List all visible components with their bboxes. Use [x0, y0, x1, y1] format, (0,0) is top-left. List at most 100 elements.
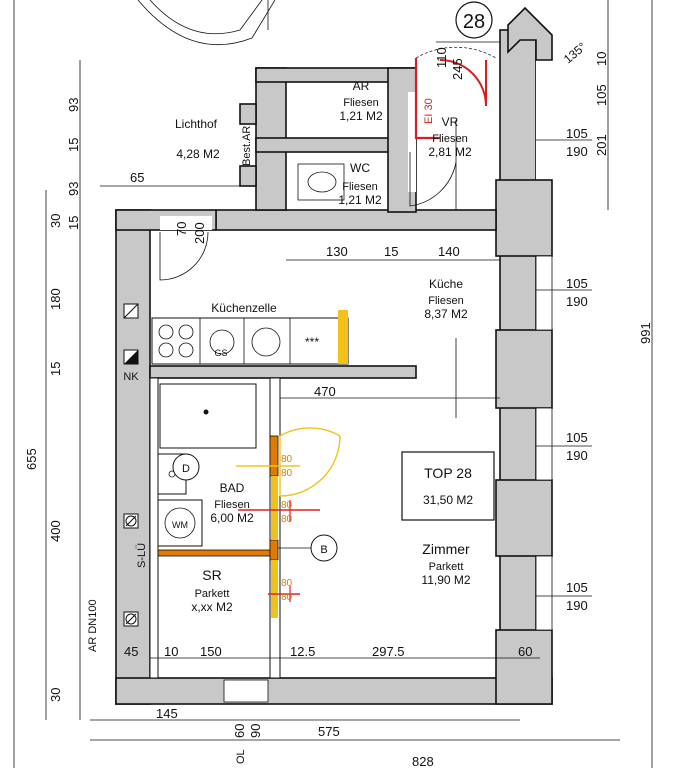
- dim-right-8: 190: [566, 598, 588, 613]
- room-wc: WC Fliesen 1,21 M2: [338, 161, 382, 207]
- b-symbol: B: [320, 544, 327, 556]
- dim-left-7: 15: [48, 362, 63, 376]
- dim-left-2: 15: [66, 138, 81, 152]
- room-sr-name: SR: [202, 567, 221, 583]
- room-wc-name: WC: [350, 161, 370, 175]
- s-lue-label: S-LÜ: [136, 543, 148, 568]
- dim-right-2: 190: [566, 144, 588, 159]
- bottom-exterior-wall: [115, 677, 553, 705]
- dim-right-top-1: 10: [594, 52, 609, 66]
- unit-total-area: 31,50 M2: [423, 493, 473, 507]
- room-ar: AR Fliesen 1,21 M2: [339, 79, 383, 123]
- d-symbol: D: [182, 463, 190, 475]
- toilet: [307, 171, 337, 193]
- door-mark-2: 80: [281, 468, 293, 479]
- room-vr-area: 2,81 M2: [428, 145, 472, 159]
- room-zimmer-area: 11,90 M2: [421, 573, 470, 587]
- room-sr-floor: Parkett: [195, 588, 230, 600]
- room-bad-area: 6,00 M2: [210, 511, 254, 525]
- room-sr-area: x,xx M2: [191, 600, 233, 614]
- ol-label: OL: [235, 749, 247, 764]
- pillar-2: [495, 329, 553, 409]
- pillar-3: [495, 479, 553, 557]
- dim-right-total: 991: [638, 322, 653, 344]
- dim-bottom-small-2: 90: [248, 724, 263, 738]
- dim-left-8: 400: [48, 520, 63, 542]
- room-kueche-area: 8,37 M2: [424, 307, 468, 321]
- dim-bottom-5: 297.5: [372, 644, 405, 659]
- dim-door-left-1: 70: [174, 222, 189, 236]
- room-zimmer-name: Zimmer: [422, 541, 470, 557]
- dim-left-3: 93: [66, 182, 81, 196]
- dim-right-7: 105: [566, 580, 588, 595]
- dim-bottom-3: 150: [200, 644, 222, 659]
- angle-label: 135°: [561, 39, 589, 66]
- unit-number: 28: [463, 11, 485, 33]
- pillar-4: [495, 629, 553, 705]
- dim-bottom-4: 12.5: [290, 644, 315, 659]
- dim-bottom-6: 60: [518, 644, 532, 659]
- dim-kitchen-2: 15: [384, 244, 398, 259]
- room-bad: BAD Fliesen 6,00 M2: [210, 481, 254, 525]
- shower: [159, 383, 257, 449]
- dim-left-6: 180: [48, 288, 63, 310]
- left-exterior-wall: [115, 209, 151, 705]
- dim-lichthof-width: 65: [130, 170, 144, 185]
- nk-label: NK: [123, 371, 139, 383]
- dim-left-1: 93: [66, 98, 81, 112]
- room-lichthof-name: Lichthof: [175, 117, 218, 131]
- dimension-texts: 93 15 93 30 15 180 15 400 30 655 105 190…: [24, 47, 653, 768]
- wm-label: WM: [172, 520, 188, 530]
- dim-bottom-1: 45: [124, 644, 138, 659]
- kitchen-bath-wall: [149, 365, 417, 379]
- dim-bottom-2: 10: [164, 644, 178, 659]
- dim-left-5: 15: [66, 216, 81, 230]
- pillar-1: [495, 179, 553, 257]
- room-ar-floor: Fliesen: [343, 97, 378, 109]
- dim-zimmer-width: 470: [314, 384, 336, 399]
- stars-label: ***: [305, 335, 319, 349]
- room-lichthof: Lichthof 4,28 M2: [175, 117, 220, 161]
- kuechenzeile-label: Küchenzelle: [211, 301, 277, 315]
- room-kueche-name: Küche: [429, 277, 463, 291]
- room-wc-area: 1,21 M2: [338, 193, 382, 207]
- dim-door-1: 110: [434, 47, 449, 68]
- door-mark-6: 80: [281, 592, 293, 603]
- dim-bottom-left: 145: [156, 706, 178, 721]
- fire-door: [414, 58, 440, 140]
- dim-right-3: 105: [566, 276, 588, 291]
- gs-label: GS: [214, 348, 227, 358]
- door-mark-4: 80: [281, 514, 293, 525]
- unit-number-badge: [455, 1, 493, 39]
- dim-right-top-2: 105: [594, 84, 609, 106]
- room-zimmer: Zimmer Parkett 11,90 M2: [421, 541, 470, 587]
- dim-door-2: 245: [450, 58, 465, 80]
- room-ar-area: 1,21 M2: [339, 109, 383, 123]
- room-sr: SR Parkett x,xx M2: [191, 567, 233, 614]
- stair-curve: [149, 0, 263, 35]
- fire-door-label: EI 30: [423, 98, 435, 124]
- dimension-lines: [13, 0, 653, 768]
- dim-left-4: 30: [48, 214, 63, 228]
- walls: [115, 6, 553, 705]
- dim-right-6: 190: [566, 448, 588, 463]
- shaft-symbols: [123, 303, 139, 627]
- room-vr-floor: Fliesen: [432, 133, 467, 145]
- room-kueche-floor: Fliesen: [428, 295, 463, 307]
- best-ar-label: Best.AR: [241, 126, 253, 166]
- sr-sliding-door: [271, 560, 278, 618]
- room-vr: VR Fliesen 2,81 M2: [428, 115, 472, 159]
- dim-bottom-small-1: 60: [232, 724, 247, 738]
- dim-right-1: 105: [566, 126, 588, 141]
- kitchen-top-wall: [215, 209, 497, 231]
- door-mark-5: 80: [281, 578, 293, 589]
- kitchen-counter: [151, 310, 349, 365]
- dim-left-9: 30: [48, 688, 63, 702]
- washing-machine: [157, 499, 203, 547]
- dim-left-total: 655: [24, 448, 39, 470]
- room-ar-name: AR: [353, 79, 370, 93]
- dim-kitchen-1: 130: [326, 244, 348, 259]
- kitchen-entry-door: [159, 231, 209, 281]
- room-kueche: Küche Fliesen 8,37 M2: [424, 277, 468, 321]
